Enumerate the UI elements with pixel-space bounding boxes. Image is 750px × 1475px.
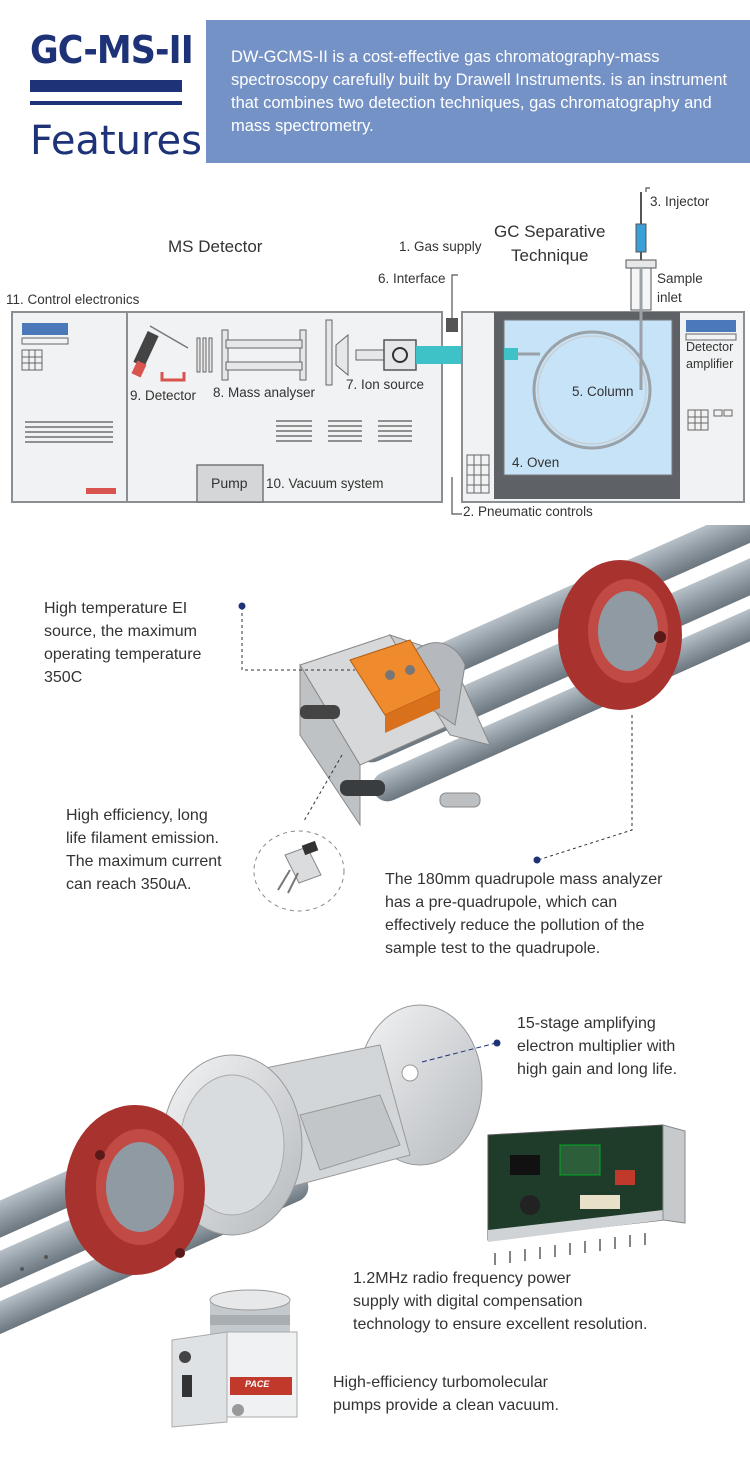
electron-multiplier-illustration [0, 1004, 686, 1428]
caption-rf-power: 1.2MHz radio frequency power supply with… [353, 1270, 648, 1333]
quadrupole-ion-source-illustration [238, 525, 750, 912]
control-indicator [86, 488, 116, 494]
label-ion-source: 7. Ion source [346, 377, 425, 392]
filament-inset-circle [253, 830, 345, 912]
control-vents [25, 421, 113, 443]
interface-tube [416, 346, 462, 364]
label-sample-inlet-1: Sample [657, 271, 703, 286]
label-control-electronics: 11. Control electronics [6, 292, 140, 307]
label-gas-supply: 1. Gas supply [399, 239, 482, 254]
ms-vents [276, 420, 412, 442]
mass-analyser-part [196, 319, 349, 386]
label-detector-amplifier-2: amplifier [686, 357, 734, 371]
intro-text: DW-GCMS-II is a cost-effective gas chrom… [231, 48, 728, 135]
caption-quadrupole: The 180mm quadrupole mass analyzer has a… [385, 871, 663, 957]
label-pump: Pump [211, 475, 248, 491]
red-collar-lower [65, 1105, 205, 1275]
ion-source-part [355, 339, 462, 371]
label-mass-analyser: 8. Mass analyser [213, 385, 316, 400]
label-vacuum-system: 10. Vacuum system [266, 476, 384, 491]
label-detector: 9. Detector [130, 388, 197, 403]
label-injector: 3. Injector [650, 194, 710, 209]
injector-part [625, 192, 657, 390]
gc-heading-line1: GC Separative [494, 222, 606, 241]
caption-multiplier: 15-stage amplifying electron multiplier … [517, 1015, 678, 1078]
caption-ei-source: High temperature EI source, the maximum … [44, 600, 202, 686]
turbo-pump [171, 1289, 298, 1428]
detector-part [131, 325, 189, 382]
title-bar-thick [30, 80, 182, 92]
title-bar-thin [30, 101, 182, 105]
label-interface: 6. Interface [378, 271, 446, 286]
rf-power-board [487, 1124, 686, 1265]
label-column: 5. Column [572, 384, 634, 399]
gc-heading-line2: Technique [511, 246, 589, 265]
label-pneumatic-controls: 2. Pneumatic controls [463, 504, 593, 519]
red-collar [558, 560, 682, 710]
ms-detector-heading: MS Detector [168, 237, 263, 256]
filament-icon [277, 840, 322, 894]
model-title: GC-MS-II [30, 28, 194, 72]
label-sample-inlet-2: inlet [657, 290, 682, 305]
section-title: Features [30, 118, 202, 164]
caption-filament: High efficiency, long life filament emis… [66, 807, 222, 893]
caption-turbo-pump: High-efficiency turbomolecular pumps pro… [333, 1374, 559, 1414]
control-keypad [21, 349, 43, 371]
gas-supply-valve [446, 318, 458, 332]
ion-source-block [299, 634, 491, 827]
pump-brand-label: PACE [245, 1379, 270, 1389]
label-detector-amplifier-1: Detector [686, 340, 734, 354]
gcms-schematic-diagram [11, 187, 745, 515]
column-coil [532, 330, 652, 450]
intro-panel [206, 20, 750, 163]
label-oven: 4. Oven [512, 455, 560, 470]
control-display [22, 323, 68, 335]
pump-box [196, 464, 264, 503]
